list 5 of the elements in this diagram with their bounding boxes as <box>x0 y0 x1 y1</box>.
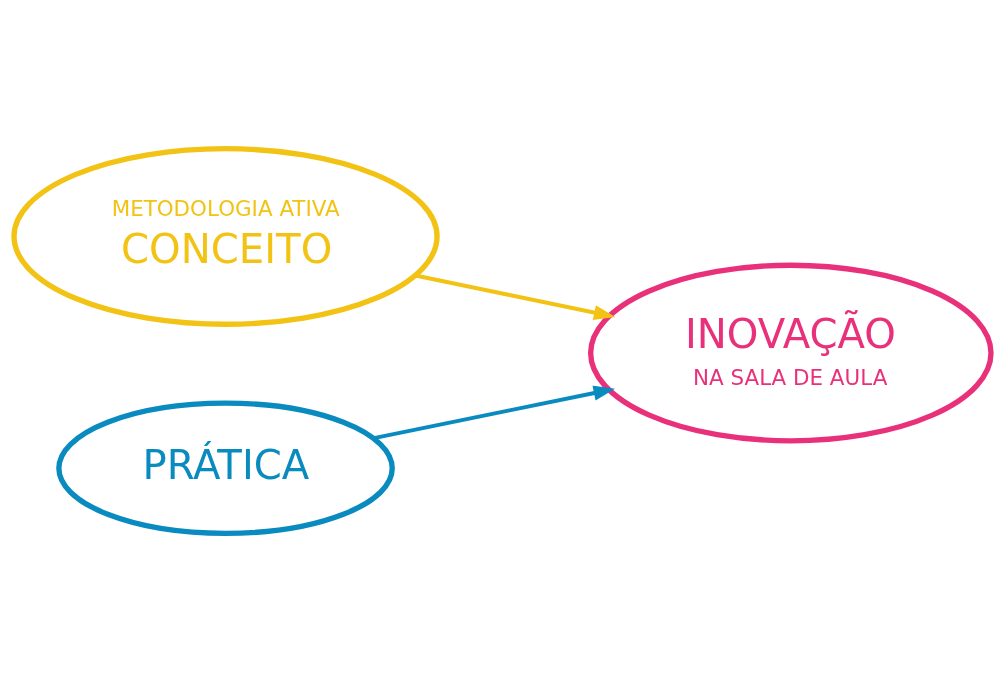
arrow <box>415 273 616 320</box>
node-ellipse: METODOLOGIA ATIVA CONCEITO <box>11 146 440 327</box>
arrow <box>373 385 616 441</box>
node-ellipse: PRÁTICA <box>56 400 395 537</box>
node-ellipse: INOVAÇÃO NA SALA DE AULA <box>587 262 994 444</box>
